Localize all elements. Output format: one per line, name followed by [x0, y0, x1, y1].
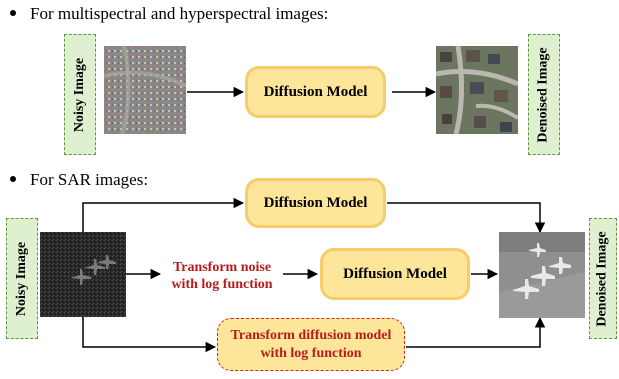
diffusion-model-box-sar-upper: Diffusion Model: [245, 178, 386, 228]
bullet-sar: For SAR images:: [10, 170, 148, 190]
bullet-dot: [10, 10, 16, 17]
diffusion-model-box: Diffusion Model: [245, 66, 386, 118]
denoised-image-label-sar: Denoised Image: [589, 218, 617, 339]
denoised-sar-thumbnail: [499, 232, 585, 318]
noisy-aerial-thumbnail: [104, 46, 186, 134]
denoised-aerial-thumbnail: [436, 46, 518, 134]
noisy-sar-image: [40, 232, 126, 317]
noisy-image-label-sar: Noisy Image: [6, 218, 38, 339]
denoised-multispectral-image: [436, 46, 518, 134]
diffusion-model-box-sar-middle: Diffusion Model: [320, 248, 470, 300]
denoised-image-label: Denoised Image: [528, 34, 560, 155]
transform-diffusion-box: Transform diffusion model with log funct…: [217, 318, 405, 371]
noisy-sar-thumbnail: [40, 232, 126, 317]
section-title-sar: For SAR images:: [30, 170, 149, 189]
transform-noise-label: Transform noise with log function: [171, 260, 273, 292]
noisy-image-label: Noisy Image: [64, 34, 96, 155]
noisy-multispectral-image: [104, 46, 186, 134]
bullet-multispectral: For multispectral and hyperspectral imag…: [10, 4, 328, 24]
bullet-dot: [10, 176, 16, 183]
denoised-sar-image: [499, 232, 585, 318]
section-title-multispectral: For multispectral and hyperspectral imag…: [30, 4, 329, 23]
